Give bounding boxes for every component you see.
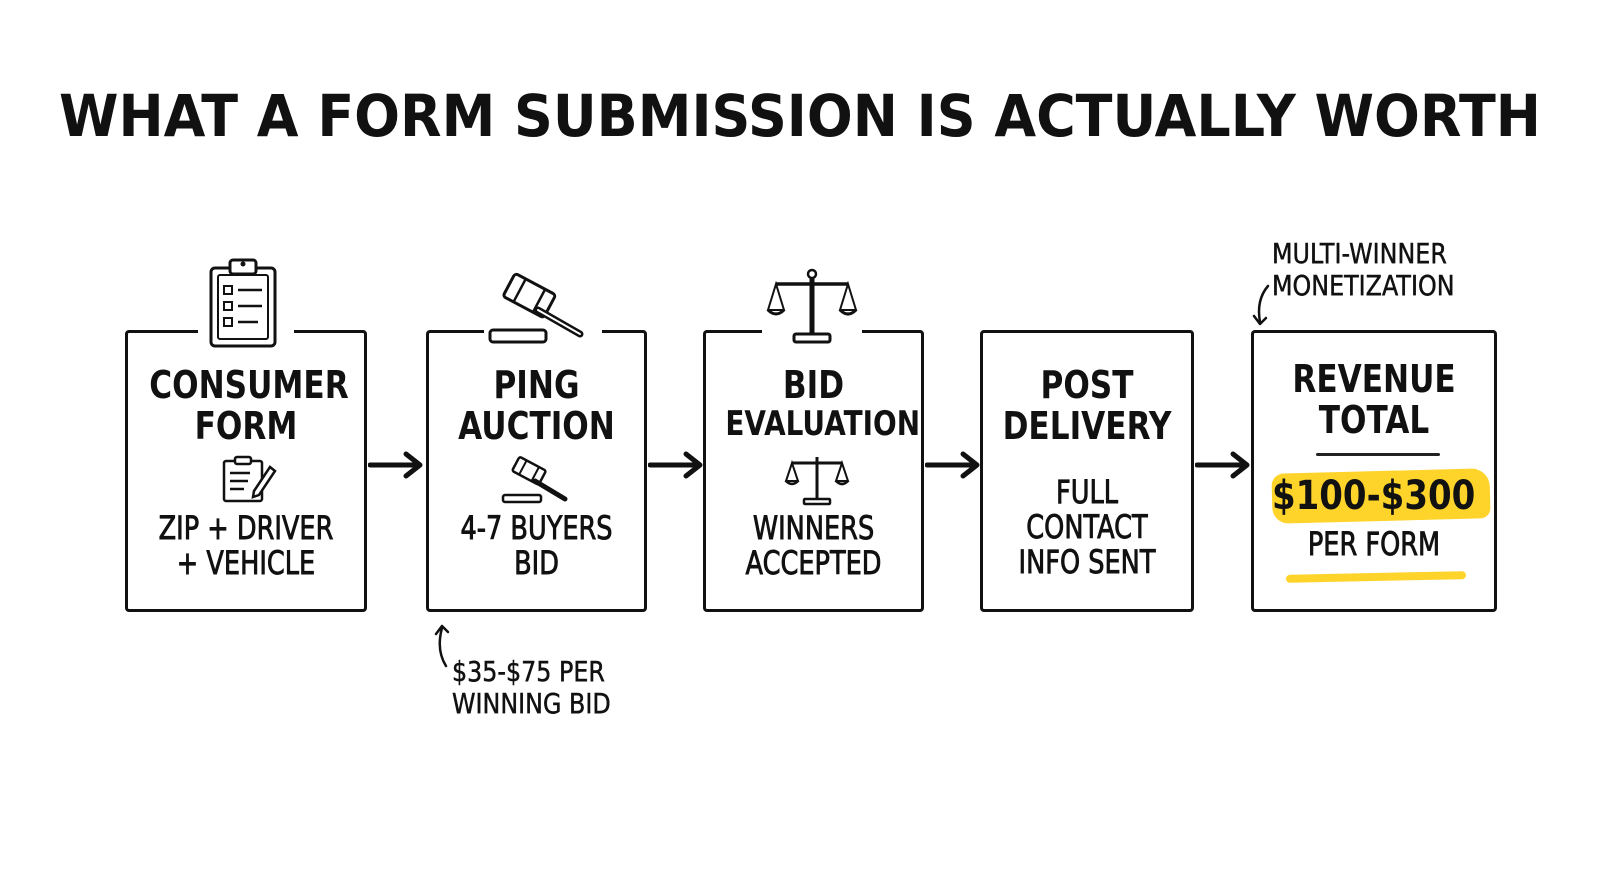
step-heading-line: POST	[1040, 363, 1134, 407]
step-heading: POST DELIVERY	[1002, 363, 1173, 449]
step-heading-line: PING	[493, 363, 580, 407]
step-description-line: FULL	[1056, 473, 1119, 511]
step-heading-line: DELIVERY	[1002, 404, 1172, 449]
step-description: ZIP + DRIVER + VEHICLE	[152, 509, 341, 582]
step-description-line: PER FORM	[1307, 525, 1441, 563]
step-heading-line: AUCTION	[458, 404, 615, 449]
step-description-line: 4-7 BUYERS	[460, 509, 613, 547]
gavel-icon	[488, 272, 584, 344]
step-description-line: + VEHICLE	[176, 543, 316, 582]
per-form-underline	[1285, 571, 1467, 583]
step-heading-line: FORM	[194, 404, 298, 449]
step-consumer-form: CONSUMER FORM ZIP + DRIVER + VEHICLE	[125, 325, 367, 612]
diagram-title: WHAT A FORM SUBMISSION IS ACTUALLY WORTH	[59, 82, 1541, 150]
step-revenue-total: REVENUE TOTAL $100-$300 PER FORM	[1251, 330, 1497, 612]
winning-bid-note: $35-$75 PER WINNING BID	[452, 655, 611, 721]
step-description: PER FORM	[1278, 525, 1470, 563]
step-description-line: BID	[514, 543, 560, 582]
scales-small-icon	[784, 457, 850, 506]
step-heading: CONSUMER FORM	[149, 363, 349, 449]
flow-arrow	[368, 451, 423, 479]
step-heading-line: REVENUE	[1292, 357, 1456, 401]
clipboard-checklist-icon	[209, 258, 277, 348]
scales-icon	[766, 268, 858, 344]
step-heading-line: BID	[782, 363, 845, 407]
curved-arrow-icon	[1252, 284, 1270, 326]
note-line: MONETIZATION	[1272, 269, 1455, 303]
gavel-small-icon	[501, 456, 568, 504]
step-heading-line: TOTAL	[1318, 398, 1430, 443]
step-heading-line: CONSUMER	[149, 363, 349, 407]
step-bid-evaluation: BID EVALUATION WINNERS ACCEPTED	[703, 325, 924, 612]
flow-arrow	[648, 451, 703, 479]
curved-arrow-icon	[434, 624, 450, 668]
step-ping-auction: PING AUCTION 4-7 BUYERS BID	[426, 325, 647, 612]
multi-winner-note: MULTI-WINNER MONETIZATION	[1272, 237, 1455, 303]
step-description-line: WINNERS	[752, 509, 875, 547]
step-description-line: ACCEPTED	[745, 543, 882, 582]
step-description: 4-7 BUYERS BID	[451, 509, 623, 582]
revenue-amount: $100-$300	[1254, 473, 1494, 519]
note-line: $35-$75 PER	[452, 655, 605, 688]
step-heading-line: EVALUATION	[725, 404, 921, 445]
flow-arrow	[925, 451, 980, 479]
step-heading: PING AUCTION	[448, 363, 624, 449]
revenue-amount-text: $100-$300	[1272, 473, 1476, 519]
step-heading: REVENUE TOTAL	[1276, 357, 1473, 443]
step-description-line: CONTACT	[1026, 508, 1148, 547]
note-line: MULTI-WINNER	[1272, 237, 1447, 270]
step-description-line: ZIP + DRIVER	[158, 509, 334, 547]
step-description: FULL CONTACT INFO SENT	[1004, 473, 1170, 582]
flow-arrow	[1195, 451, 1250, 479]
note-line: WINNING BID	[452, 687, 611, 721]
step-post-delivery: POST DELIVERY FULL CONTACT INFO SENT	[980, 330, 1194, 612]
step-heading: BID EVALUATION	[725, 363, 921, 445]
form-edit-icon	[222, 455, 277, 503]
heading-underline	[1316, 453, 1440, 456]
step-description: WINNERS ACCEPTED	[728, 509, 900, 582]
step-description-line: INFO SENT	[1018, 543, 1156, 582]
